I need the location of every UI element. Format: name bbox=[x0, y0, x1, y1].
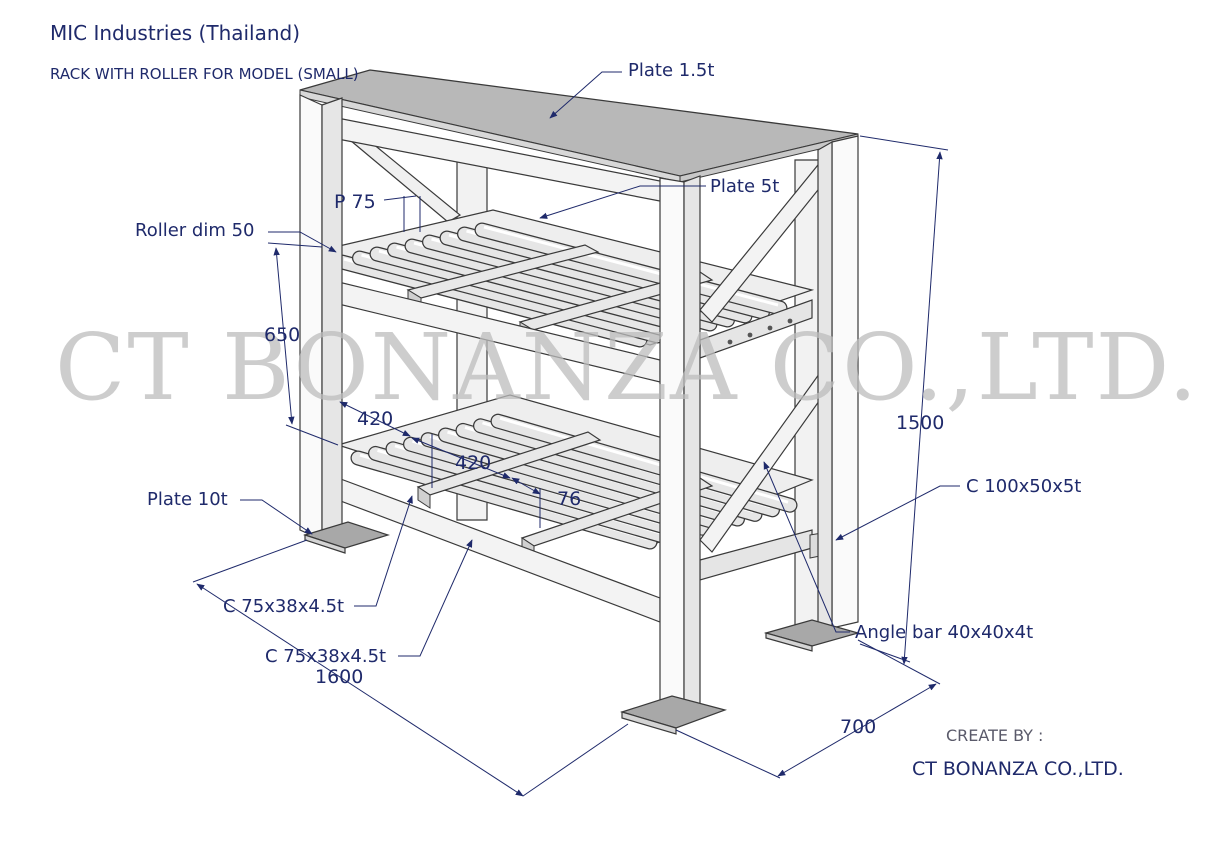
dim-level-height: 650 bbox=[264, 324, 301, 346]
callout-side-plate: Plate 5t bbox=[710, 176, 780, 197]
company-name: MIC Industries (Thailand) bbox=[50, 21, 301, 45]
front-posts bbox=[299, 94, 859, 713]
roller bbox=[474, 419, 779, 517]
callout-channel-main: C 100x50x5t bbox=[966, 476, 1082, 497]
dim-bay-2: 420 bbox=[455, 452, 492, 474]
dim-depth: 700 bbox=[840, 716, 877, 738]
roller bbox=[351, 451, 657, 549]
dim-bay-1: 420 bbox=[357, 408, 394, 430]
roller bbox=[353, 251, 664, 343]
created-by-caption: CREATE BY : bbox=[946, 726, 1044, 745]
dim-height: 1500 bbox=[896, 412, 945, 434]
creator-name: CT BONANZA CO.,LTD. bbox=[912, 758, 1124, 780]
dimension-lines bbox=[192, 135, 949, 797]
watermark-text: CT BONANZA CO.,LTD. bbox=[55, 314, 1200, 421]
callout-channel-b: C 75x38x4.5t bbox=[265, 646, 387, 667]
base-plates bbox=[302, 521, 861, 735]
roller bbox=[370, 247, 682, 339]
callout-base-plate: Plate 10t bbox=[147, 489, 228, 510]
callout-top-plate: Plate 1.5t bbox=[628, 60, 715, 81]
drawing-subtitle: RACK WITH ROLLER FOR MODEL (SMALL) bbox=[50, 65, 359, 83]
callout-roller: Roller dim 50 bbox=[135, 220, 255, 241]
dim-gap: 76 bbox=[557, 488, 582, 510]
roller bbox=[335, 255, 647, 347]
dim-length: 1600 bbox=[315, 666, 364, 688]
roller bbox=[388, 243, 699, 335]
callout-angle-bar: Angle bar 40x40x4t bbox=[855, 622, 1034, 643]
callout-channel-a: C 75x38x4.5t bbox=[223, 596, 345, 617]
leader-lines bbox=[240, 71, 960, 657]
lower-shelf bbox=[335, 394, 841, 623]
roller bbox=[456, 424, 762, 521]
callout-pitch: P 75 bbox=[334, 191, 376, 213]
